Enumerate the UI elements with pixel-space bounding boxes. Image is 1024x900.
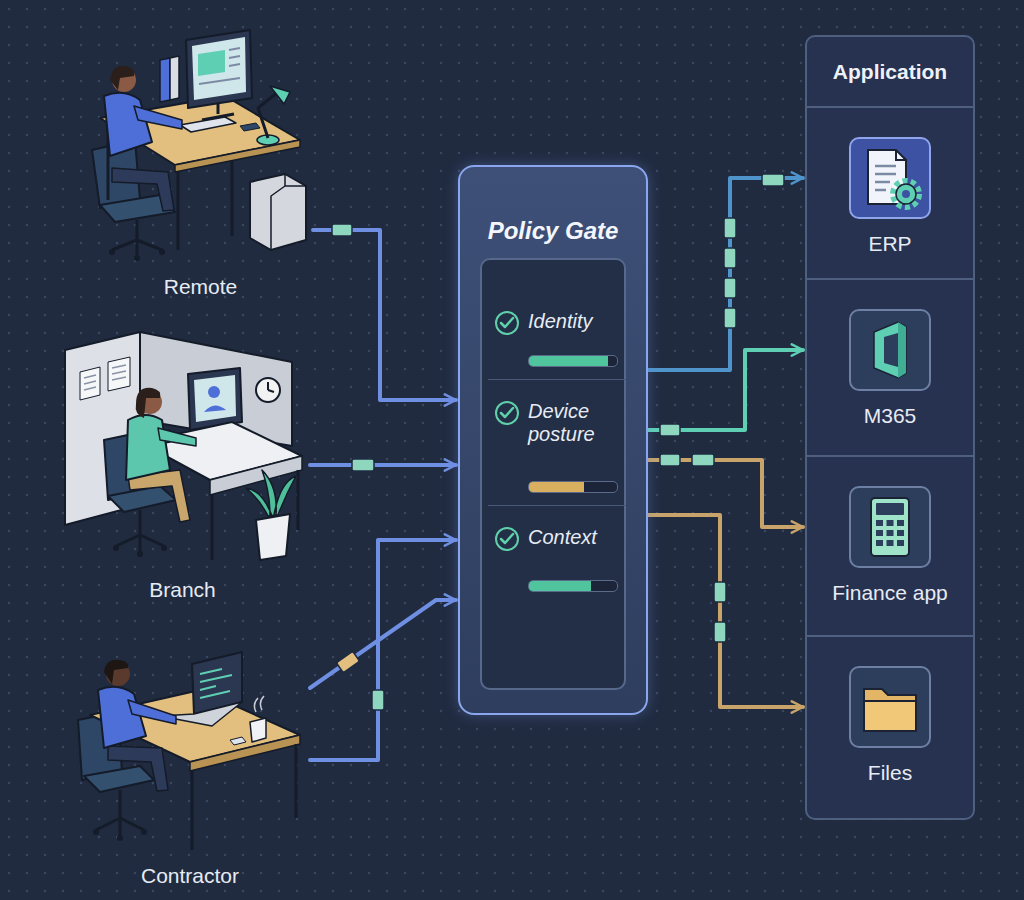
message-chip (714, 582, 726, 602)
message-chip (692, 454, 714, 466)
check-row: Context (488, 514, 626, 604)
node-label: Finance app (832, 581, 948, 605)
connector-arrow (648, 350, 803, 430)
app-icon (848, 308, 932, 392)
message-chip (714, 622, 726, 642)
node-label: Remote (164, 275, 238, 299)
branch-workstation (65, 332, 302, 560)
policy-gate-panel: Policy GateIdentityDevice postureContext (458, 165, 648, 715)
message-chip (762, 174, 784, 186)
progress-bar (528, 580, 618, 592)
node-label: Policy Gate (460, 217, 646, 245)
node-label: Identity (528, 310, 620, 333)
workstation-node: Contractor (70, 648, 310, 896)
connector-arrow (310, 540, 456, 760)
application-tile: ERP (805, 106, 975, 278)
workstation-node: Remote (88, 20, 313, 305)
node-label: M365 (864, 404, 917, 428)
check-icon (494, 526, 520, 552)
application-panel: ApplicationERP M365Finance appFiles (805, 35, 975, 820)
connector-arrow (648, 515, 803, 707)
message-chip (352, 459, 374, 471)
message-chip (724, 308, 736, 328)
contractor-workstation (78, 652, 300, 850)
message-chip (724, 248, 736, 268)
progress-bar (528, 481, 618, 493)
message-chip (660, 424, 680, 436)
node-label: ERP (868, 232, 911, 256)
message-chip (724, 218, 736, 238)
app-icon (848, 485, 932, 569)
app-icon (848, 665, 932, 749)
message-chip (336, 651, 359, 672)
message-chip (724, 278, 736, 298)
connector-arrow (648, 178, 803, 370)
application-tile: M365 (805, 278, 975, 455)
node-label: Device posture (528, 400, 620, 446)
connector-arrow (310, 600, 456, 688)
check-row: Identity (488, 298, 626, 380)
message-chip (372, 690, 384, 710)
node-label: Application (807, 59, 973, 85)
connector-arrow (313, 230, 456, 400)
message-chip (660, 454, 680, 466)
node-label: Files (868, 761, 912, 785)
progress-fill (529, 482, 584, 492)
application-tile: Files (805, 635, 975, 820)
check-row: Device posture (488, 388, 626, 506)
progress-bar (528, 355, 618, 367)
check-icon (494, 400, 520, 426)
connector-arrow (310, 463, 456, 467)
application-tile: Finance app (805, 455, 975, 635)
progress-fill (529, 356, 608, 366)
progress-fill (529, 581, 591, 591)
node-label: Context (528, 526, 620, 549)
check-icon (494, 310, 520, 336)
message-chip (332, 224, 352, 236)
remote-workstation (92, 30, 306, 261)
node-label: Branch (149, 578, 216, 602)
app-icon (848, 136, 932, 220)
workstation-node: Branch (55, 325, 310, 610)
node-label: Contractor (141, 864, 239, 888)
